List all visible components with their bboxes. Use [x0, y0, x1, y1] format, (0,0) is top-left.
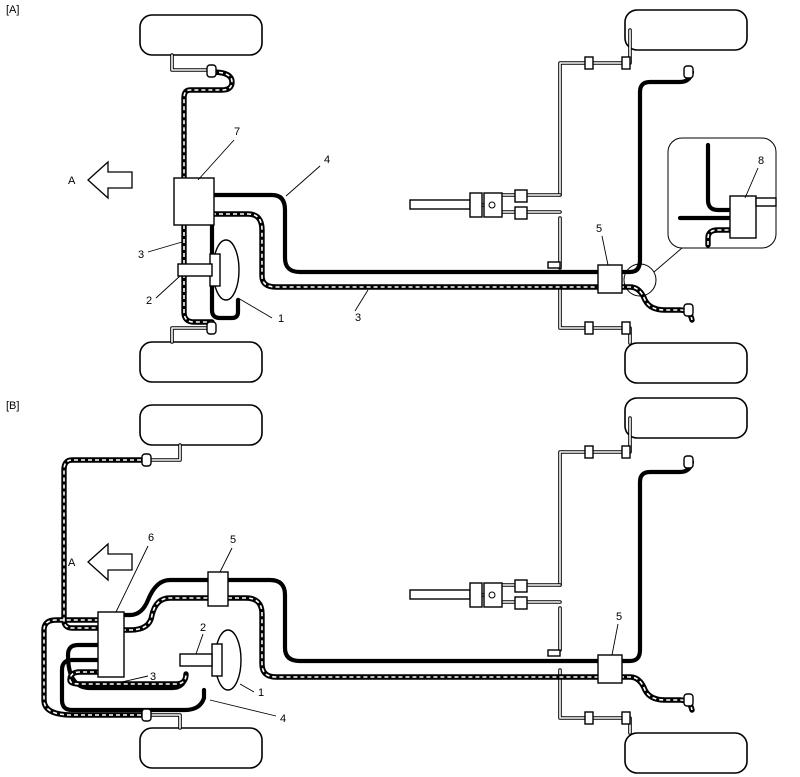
- callout-4-a: 4: [324, 154, 330, 166]
- detail-circle-a: [623, 263, 657, 297]
- callout-1-b: 1: [258, 687, 264, 699]
- parking-brake-lever-a: [409, 189, 528, 220]
- tire-front-left-a: [139, 14, 263, 56]
- panel-label-a: [A]: [6, 4, 19, 16]
- master-cylinder-2-a: [177, 263, 213, 277]
- tire-rear-right-b: [624, 732, 748, 774]
- direction-arrow-b: [87, 542, 133, 582]
- pipe-4-a: [209, 69, 695, 275]
- valve-5-b-upper: [207, 571, 229, 607]
- master-cylinder-2-b: [179, 653, 213, 667]
- direction-label-b: A: [68, 557, 76, 569]
- callout-5-b-upper: 5: [230, 534, 236, 546]
- callout-2-a: 2: [146, 295, 152, 307]
- tire-front-left-b: [139, 404, 263, 446]
- tire-front-right-b: [139, 727, 263, 769]
- lspv-5-b: [597, 654, 623, 684]
- brake-booster-1-a: [209, 239, 240, 301]
- panel-label-b: [B]: [6, 400, 19, 412]
- parking-brake-lever-b: [409, 579, 528, 610]
- callout-6-b: 6: [148, 532, 154, 544]
- callout-8-a: 8: [758, 155, 764, 167]
- tire-rear-left-a: [624, 9, 748, 51]
- valve-8-a: [729, 195, 757, 239]
- abs-hydraulic-unit-6-b: [97, 611, 125, 678]
- pipe-4-b: [105, 459, 695, 664]
- tire-front-right-a: [139, 341, 263, 383]
- brake-booster-1-b: [211, 629, 242, 691]
- pipe-3-a: [181, 69, 695, 325]
- callout-5-a: 5: [596, 223, 602, 235]
- callout-1-a: 1: [278, 313, 284, 325]
- abs-hydraulic-unit-7-a: [173, 177, 215, 226]
- direction-label-a: A: [68, 175, 76, 187]
- direction-arrow-a: [87, 160, 133, 200]
- callout-3-a-bottom: 3: [355, 312, 361, 324]
- panel-b: [B]: [6, 397, 748, 774]
- callout-4-b: 4: [280, 713, 286, 725]
- callout-3-a-left: 3: [138, 249, 144, 261]
- callout-5-b-rear: 5: [616, 611, 622, 623]
- lspv-5-a: [597, 264, 623, 294]
- callout-3-b: 3: [150, 671, 156, 683]
- tire-rear-left-b: [624, 397, 748, 439]
- panel-a: [A]: [6, 4, 777, 384]
- callout-7-a: 7: [234, 126, 240, 138]
- callout-2-b: 2: [200, 622, 206, 634]
- tire-rear-right-a: [624, 342, 748, 384]
